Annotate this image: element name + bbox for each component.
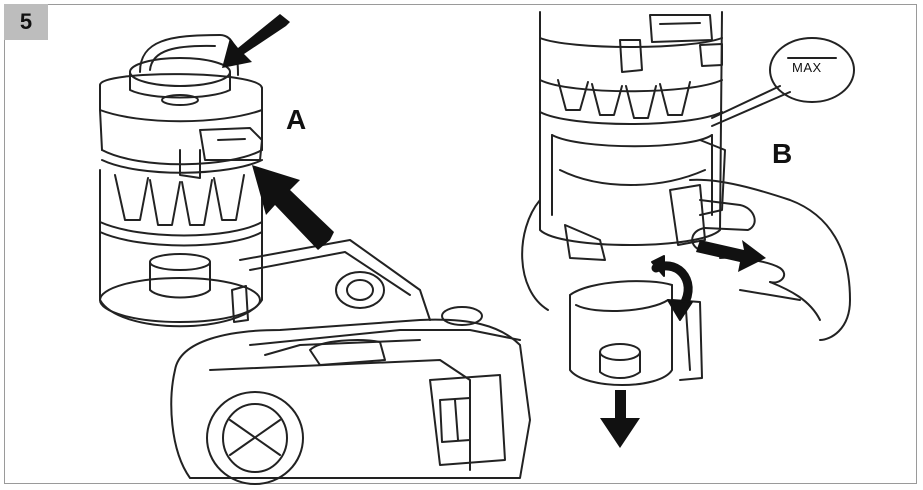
- step-number: 5: [19, 9, 33, 34]
- pull-arrow: [696, 240, 766, 272]
- label-a: A: [286, 104, 307, 135]
- lift-arrow: [252, 165, 334, 250]
- press-arrow: [222, 14, 290, 68]
- rotate-arrow: [651, 255, 693, 321]
- dust-bin-b: [521, 11, 726, 386]
- max-level-label: MAX: [792, 60, 822, 75]
- hand: [689, 178, 851, 341]
- dust-bin-a: [99, 34, 263, 328]
- arrows: [222, 14, 766, 448]
- down-arrow: [600, 390, 640, 448]
- step-badge: 5: [4, 4, 48, 40]
- vacuum-body: [170, 239, 531, 485]
- label-b: B: [772, 138, 793, 169]
- max-callout: [711, 37, 855, 127]
